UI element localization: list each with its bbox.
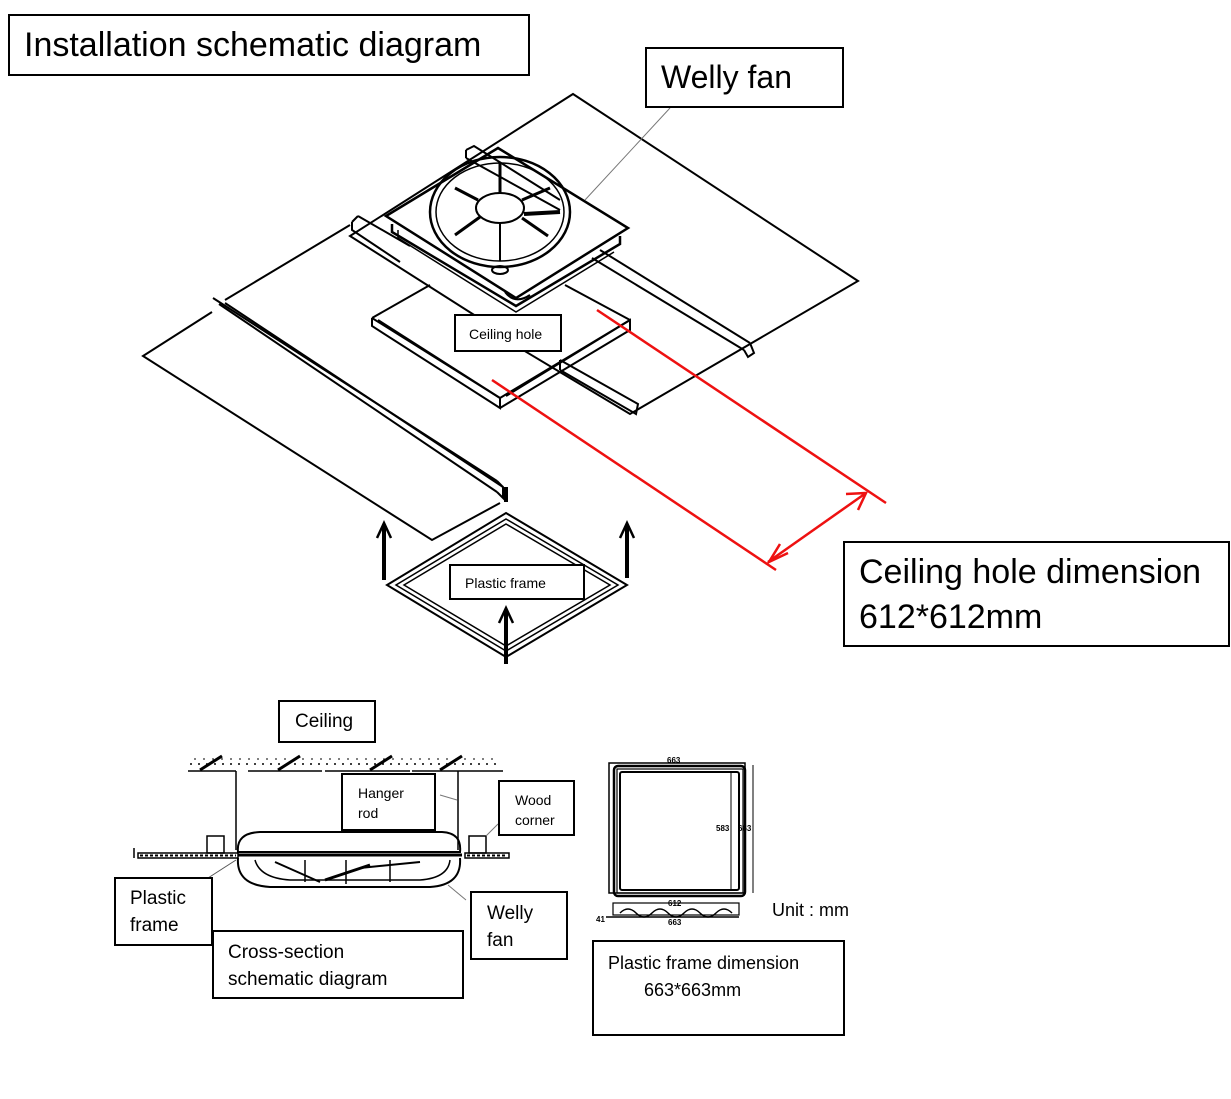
ceiling-label: Ceiling [278,700,376,743]
ceiling-hole-label: Ceiling hole [454,314,562,352]
welly-fan-top-label: Welly fan [645,47,844,108]
page-title: Installation schematic diagram [24,26,482,64]
dim-top-width: 663 [667,756,681,765]
dim-side-inner: 612 [668,899,682,908]
up-arrows [375,487,636,664]
welly-fan-bottom-label: Welly fan [470,891,568,960]
left-rail [212,297,504,501]
dim-inner-height: 583 [716,824,730,833]
plastic-frame-label: Plastic frame [114,877,213,946]
frame-dimension-label: Plastic frame dimension 663*663mm [592,940,845,1036]
cross-section-drawing [133,754,510,901]
title-box: Installation schematic diagram [8,14,530,76]
welly-fan-unit [383,146,631,313]
unit-label: Unit : mm [772,900,850,920]
wood-corner-label: Wood corner [498,780,575,836]
ceiling-slab [188,754,503,772]
cross-section-label: Cross-section schematic diagram [212,930,464,999]
dimension-lines [491,308,887,572]
dim-outer-height: 663 [738,824,752,833]
ceiling-hole-frame [351,215,640,416]
dim-side-outer: 663 [668,918,682,927]
hanger-rod-label: Hanger rod [341,773,436,831]
ceiling-hole-dimension-label: Ceiling hole dimension 612*612mm [843,541,1230,647]
frame-orthographic-drawing [606,762,754,918]
plastic-frame-center-label: Plastic frame [449,564,585,600]
right-rail [465,144,756,359]
frame-dimension-numbers: 663 583 663 612 663 41 [596,756,752,927]
dim-side-thickness: 41 [596,915,605,924]
welly-fan-leader [584,107,671,201]
ceiling-panel-front [141,311,501,542]
